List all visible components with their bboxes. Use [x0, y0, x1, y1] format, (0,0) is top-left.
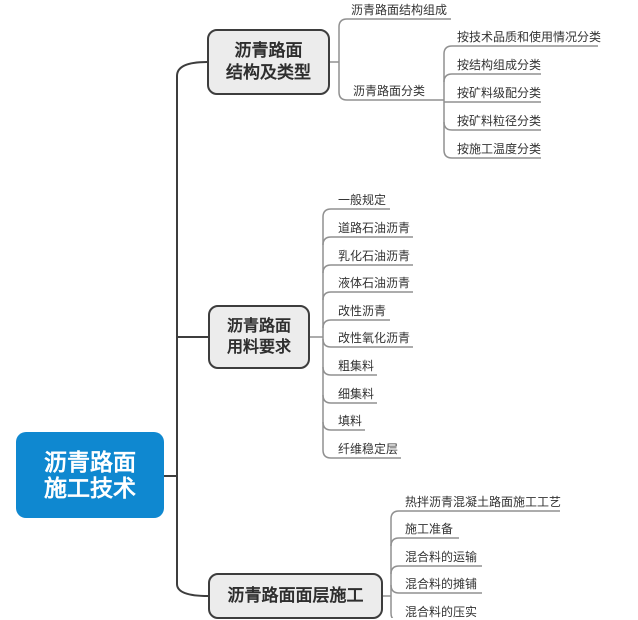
topic-filler[interactable]: 填料: [338, 414, 363, 428]
topic-class-by-temperature[interactable]: 按施工温度分类: [457, 142, 542, 156]
topic-construction-prep[interactable]: 施工准备: [405, 522, 454, 536]
root-topic[interactable]: 沥青路面 施工技术: [16, 432, 164, 518]
topic-road-petroleum-asphalt[interactable]: 道路石油沥青: [338, 221, 411, 235]
topic-modified-asphalt[interactable]: 改性沥青: [338, 304, 387, 318]
topic-structure-and-types[interactable]: 沥青路面 结构及类型: [207, 29, 330, 95]
spine-connector: [164, 61, 209, 597]
topic-pavement-classification[interactable]: 沥青路面分类: [353, 84, 426, 98]
topic-mixture-paving[interactable]: 混合料的摊铺: [405, 577, 478, 591]
topic-class-by-gradation[interactable]: 按矿料级配分类: [457, 86, 542, 100]
topic-mixture-compaction[interactable]: 混合料的压实: [405, 605, 478, 619]
topic-material-requirements-line2: 用料要求: [226, 339, 291, 356]
topic-material-requirements-line1: 沥青路面: [226, 318, 291, 335]
root-topic-line1: 沥青路面: [44, 449, 136, 475]
topic-modified-oxidized-asphalt[interactable]: 改性氧化沥青: [338, 331, 411, 345]
root-topic-line2: 施工技术: [44, 475, 136, 501]
topic-liquid-asphalt[interactable]: 液体石油沥青: [338, 276, 411, 290]
topic-fiber-stabilizer[interactable]: 纤维稳定层: [338, 442, 399, 456]
topic-surface-construction[interactable]: 沥青路面面层施工: [208, 573, 383, 619]
topic-class-by-tech-quality[interactable]: 按技术品质和使用情况分类: [457, 30, 602, 44]
topic-structure-and-types-line1: 沥青路面: [234, 41, 303, 60]
topic-structure-and-types-line2: 结构及类型: [226, 63, 311, 82]
topic-coarse-aggregate[interactable]: 粗集料: [338, 359, 375, 373]
topic-emulsified-asphalt[interactable]: 乳化石油沥青: [338, 249, 411, 263]
topic-class-by-structure[interactable]: 按结构组成分类: [457, 58, 542, 72]
topic-class-by-particle-size[interactable]: 按矿料粒径分类: [457, 114, 542, 128]
topic-general-provisions[interactable]: 一般规定: [338, 193, 387, 207]
topic-surface-construction-label: 沥青路面面层施工: [227, 586, 364, 605]
topic-structure-composition[interactable]: 沥青路面结构组成: [351, 3, 448, 17]
topic-material-requirements[interactable]: 沥青路面 用料要求: [208, 305, 310, 369]
topic-mixture-transport[interactable]: 混合料的运输: [405, 550, 478, 564]
topic-fine-aggregate[interactable]: 细集料: [338, 387, 375, 401]
topic-hot-mix-process[interactable]: 热拌沥青混凝土路面施工工艺: [405, 495, 562, 509]
